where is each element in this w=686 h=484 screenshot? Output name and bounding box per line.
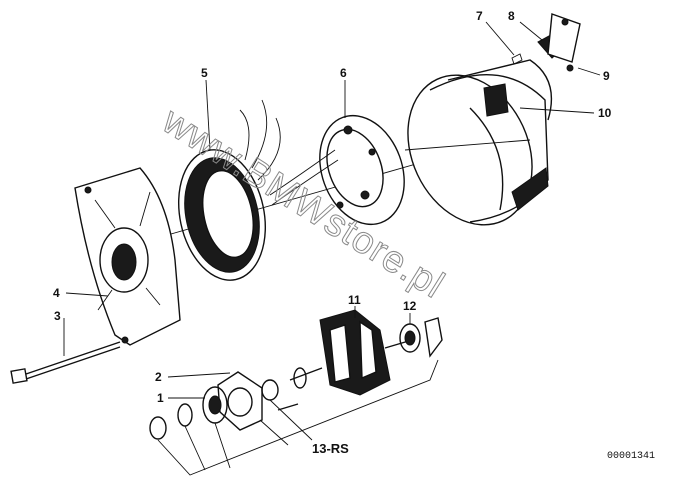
- stator-part: [177, 99, 281, 281]
- rectifier-plate-part: [269, 114, 405, 226]
- label-part-4: 4: [53, 286, 60, 300]
- label-part-8: 8: [508, 9, 515, 23]
- diagram-reference-number: 00001341: [607, 451, 655, 462]
- label-part-9: 9: [603, 69, 610, 83]
- bolt-part: [10, 341, 121, 384]
- label-part-5: 5: [201, 66, 208, 80]
- retaining-plate-part: [217, 371, 263, 431]
- brush-holder-part: [511, 13, 581, 72]
- label-part-11: 11: [348, 293, 361, 307]
- rotor-part: [289, 309, 413, 396]
- rear-housing-part: [404, 59, 553, 226]
- label-part-2: 2: [155, 370, 162, 384]
- rear-bearing-part: [399, 317, 443, 358]
- label-part-10: 10: [598, 106, 612, 120]
- label-part-1: 1: [157, 391, 164, 405]
- label-part-13-rs: 13-RS: [312, 441, 349, 456]
- label-part-6: 6: [340, 66, 347, 80]
- label-part-7: 7: [476, 9, 483, 23]
- leader-lines: [63, 21, 601, 476]
- label-part-3: 3: [54, 309, 61, 323]
- front-bearing-part: [149, 379, 299, 440]
- drive-end-housing-part: [74, 167, 181, 346]
- label-part-12: 12: [403, 299, 417, 313]
